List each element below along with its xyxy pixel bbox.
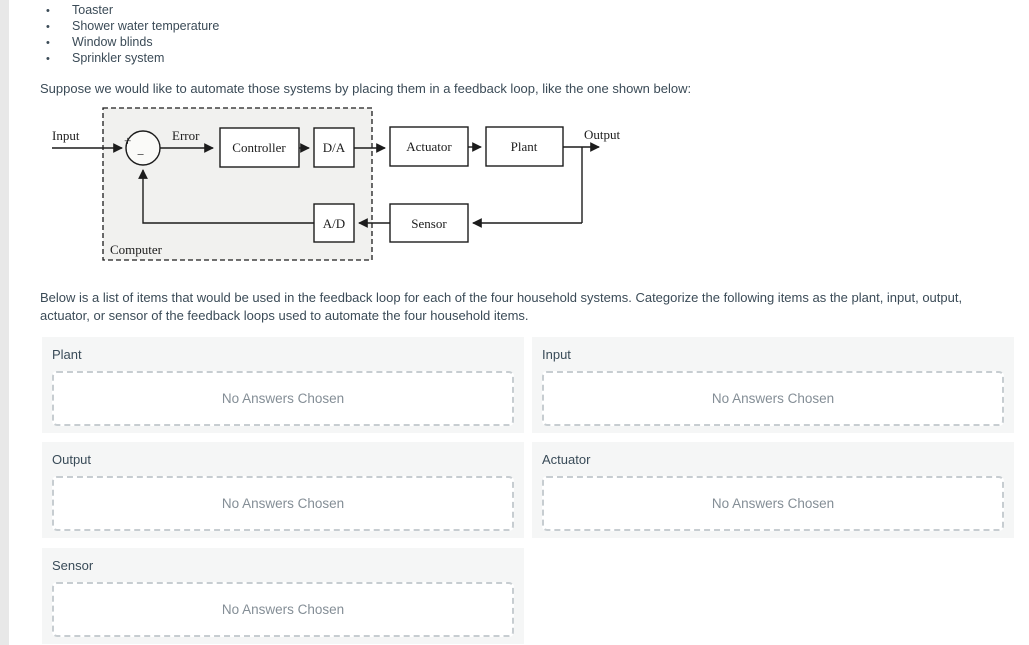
list-item-label: Shower water temperature	[72, 19, 220, 33]
ad-box	[313, 203, 355, 243]
bullet-icon: •	[46, 21, 50, 33]
bullet-icon: •	[46, 37, 50, 49]
da-label: D/A	[323, 140, 346, 155]
list-item-label: Sprinkler system	[72, 51, 165, 65]
ad-label: A/D	[323, 216, 345, 231]
dropzone-card-plant: Plant No Answers Chosen	[42, 337, 524, 433]
controller-label: Controller	[232, 140, 286, 155]
household-items-list: • Toaster • Shower water temperature • Wind…	[46, 3, 219, 67]
bullet-icon: •	[46, 5, 50, 17]
list-item-label: Window blinds	[72, 35, 153, 49]
dropzone-card-actuator: Actuator No Answers Chosen	[532, 442, 1014, 538]
list-item: • Sprinkler system	[46, 51, 219, 67]
dropzone-label: Input	[542, 347, 571, 362]
input-label: Input	[52, 128, 80, 143]
output-label: Output	[584, 127, 621, 142]
sensor-label: Sensor	[411, 216, 447, 231]
dropzone-card-output: Output No Answers Chosen	[42, 442, 524, 538]
dropzone-actuator[interactable]: No Answers Chosen	[542, 476, 1004, 531]
bullet-icon: •	[46, 53, 50, 65]
dropzone-card-input: Input No Answers Chosen	[532, 337, 1014, 433]
ad-to-summer-arrow	[138, 169, 314, 224]
dropzone-output[interactable]: No Answers Chosen	[52, 476, 514, 531]
error-label: Error	[172, 128, 200, 143]
page-left-gutter	[0, 0, 9, 645]
plant-box	[485, 126, 564, 167]
list-item: • Shower water temperature	[46, 19, 219, 35]
controller-box	[219, 127, 300, 168]
summing-junction	[125, 130, 161, 166]
list-item-label: Toaster	[72, 3, 113, 17]
dropzone-label: Plant	[52, 347, 82, 362]
plus-sign: +	[124, 133, 131, 148]
dropzone-input[interactable]: No Answers Chosen	[542, 371, 1004, 426]
dropzone-label: Output	[52, 452, 92, 467]
da-box	[313, 127, 355, 168]
list-item: • Toaster	[46, 3, 219, 19]
categorize-paragraph: Below is a list of items that would be u…	[40, 290, 963, 323]
actuator-box	[389, 126, 469, 167]
list-item: • Window blinds	[46, 35, 219, 51]
dropzone-card-sensor: Sensor No Answers Chosen	[42, 548, 524, 644]
computer-label: Computer	[110, 242, 163, 257]
plant-label: Plant	[511, 139, 538, 154]
dropzone-label: Sensor	[52, 558, 94, 573]
intro-paragraph: Suppose we would like to automate those …	[40, 81, 692, 96]
computer-region	[102, 107, 373, 261]
dropzone-sensor[interactable]: No Answers Chosen	[52, 582, 514, 637]
sensor-box	[389, 203, 469, 243]
dropzone-label: Actuator	[542, 452, 591, 467]
minus-sign: −	[137, 147, 144, 162]
actuator-label: Actuator	[406, 139, 452, 154]
dropzone-plant[interactable]: No Answers Chosen	[52, 371, 514, 426]
